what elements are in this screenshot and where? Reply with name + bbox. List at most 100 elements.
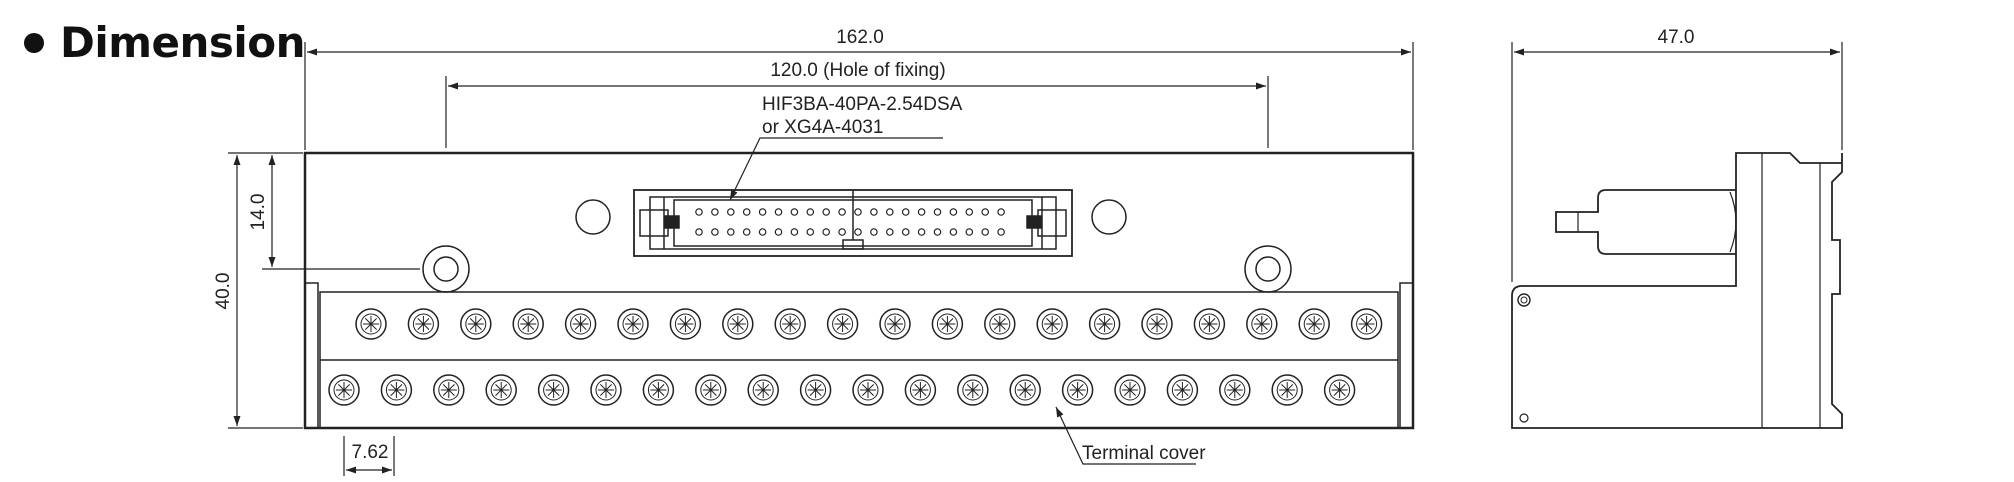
connector-pin [854,228,862,236]
terminal-screw [1219,374,1251,406]
connector-pin [981,208,990,216]
connector-pin [806,228,815,236]
connector-pin [695,228,703,236]
front-dimensions [228,42,1414,476]
connector-pin [885,228,894,236]
fixing-hole-right [1244,245,1292,293]
connector-pin [838,228,846,236]
terminal-cover-leader-line [1055,406,1196,465]
terminal-screw [1271,374,1303,406]
connector-pin [917,208,926,216]
connector-pin [822,208,831,216]
connector-pin [901,228,910,236]
side-connector-plug [1555,189,1736,255]
depth-label: 47.0 [1658,27,1695,48]
connector-pin [870,228,878,236]
terminal-screw [328,374,360,406]
terminal-screw [1350,308,1383,340]
terminal-screw [799,374,832,406]
terminal-screw [904,374,937,406]
section-heading: Dimension [60,18,306,67]
terminal-screw [460,308,492,340]
connector-pin [949,208,958,216]
terminal-screw [1036,308,1068,340]
connector-pin [774,228,783,236]
connector-pin [711,228,719,236]
terminal-screw [826,308,859,340]
connector-pin [870,208,878,216]
connector-pin [822,228,831,236]
section-title: Dimension [24,18,306,67]
connector-callout-line2: or XG4A-4031 [762,117,883,138]
terminal-screw [722,308,754,340]
fixing-hole-left [422,245,470,293]
locator-circle-left [575,199,611,235]
connector-callout-line1: HIF3BA-40PA-2.54DSA [762,94,963,115]
terminal-screw [747,374,779,406]
terminal-screw [1193,308,1226,340]
terminal-screw [537,374,570,406]
connector-pin [933,228,942,236]
terminal-screw [957,374,989,406]
terminal-screw [1166,374,1199,406]
connector [633,189,1073,257]
connector-pin [726,208,735,216]
connector-pin [965,228,974,236]
hole-pitch-label: 120.0 (Hole of fixing) [770,60,945,81]
connector-pin [758,228,767,236]
connector-pin [854,208,862,216]
terminal-screw [355,308,387,340]
connector-pin [917,228,926,236]
terminal-screw [695,374,727,406]
terminal-screw [1061,374,1094,406]
terminal-screw [1323,374,1356,406]
pitch-label: 7.62 [352,442,389,463]
terminal-screw [984,308,1016,340]
connector-pin [726,228,735,236]
connector-pin [901,208,910,216]
connector-leader-line [729,137,943,201]
connector-pin [774,208,783,216]
terminal-screw [407,308,440,340]
connector-pin [885,208,894,216]
terminal-screws [328,308,1383,406]
terminal-screw [512,308,544,340]
connector-pin [742,228,751,236]
terminal-screw [1246,308,1278,340]
right-ear [1399,282,1413,428]
connector-pin [997,208,1005,216]
locator-circle-right [1091,199,1127,235]
connector-pin [997,228,1005,236]
connector-pin [806,208,815,216]
connector-pin [790,208,799,216]
terminal-cover-callout: Terminal cover [1082,443,1206,464]
connector-pin [742,208,751,216]
terminal-screw [564,308,597,340]
offset-label: 14.0 [248,194,269,231]
width-label: 162.0 [836,27,884,48]
terminal-screw [1141,308,1173,340]
terminal-screw [617,308,649,340]
connector-pin [949,228,958,236]
connector-pin [711,208,719,216]
front-view [303,151,1415,430]
terminal-screw [380,374,413,406]
terminal-screw [1088,308,1121,340]
terminal-screw [879,308,911,340]
connector-pin [933,208,942,216]
side-outline [1511,152,1843,429]
connector-pin [695,208,703,216]
connector-pin [838,208,846,216]
terminal-screw [1009,374,1041,406]
side-dimensions [1511,42,1843,282]
terminal-screw [485,374,517,406]
terminal-screw [1114,374,1146,406]
connector-pin [758,208,767,216]
left-ear [305,282,319,428]
connector-pin [965,208,974,216]
bullet-icon [24,32,44,53]
connector-pin [981,228,990,236]
side-view [1511,152,1843,429]
height-label: 40.0 [213,273,234,310]
